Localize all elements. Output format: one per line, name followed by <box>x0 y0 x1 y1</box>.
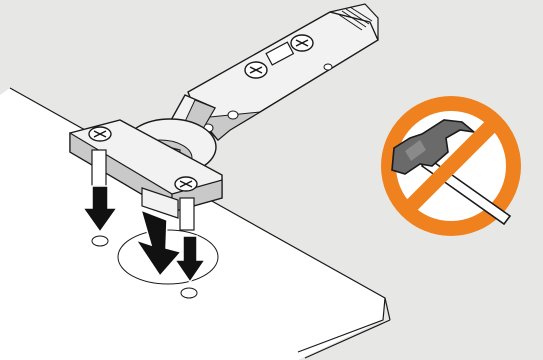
no-hammer-icon <box>381 96 521 236</box>
